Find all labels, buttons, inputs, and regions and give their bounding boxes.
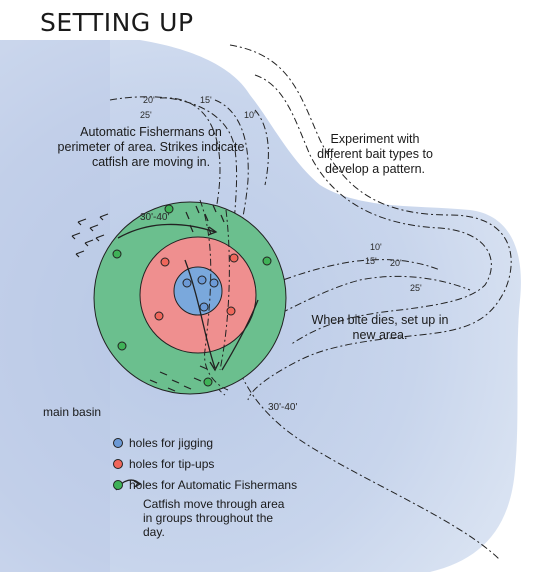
legend-arrow-head bbox=[133, 480, 142, 488]
zone-contours bbox=[199, 199, 230, 391]
legend-catfish: Catfish move through area in groups thro… bbox=[113, 497, 297, 539]
new-area-note: When bite dies, set up in new area. bbox=[311, 313, 449, 342]
contour-outer-b bbox=[254, 74, 492, 346]
auto-hole bbox=[164, 204, 174, 214]
inner-ring-jigging bbox=[173, 266, 223, 316]
page-title: SETTING UP bbox=[40, 8, 194, 37]
tipup-dot-icon bbox=[113, 458, 123, 469]
depth-label-15-right: 15' bbox=[365, 256, 377, 266]
tipup-hole bbox=[160, 257, 170, 267]
legend: holes for jigging holes for tip-ups hole… bbox=[113, 432, 297, 539]
legend-jigging-label: holes for jigging bbox=[129, 435, 214, 450]
basin-depth-label: 30'-40' bbox=[268, 402, 298, 413]
depth-label-25: 25' bbox=[140, 110, 152, 120]
tipup-holes bbox=[154, 253, 239, 321]
automatic-note: Automatic Fishermans on perimeter of are… bbox=[57, 125, 245, 169]
auto-hole bbox=[262, 256, 272, 266]
jig-hole bbox=[197, 275, 207, 285]
depth-label-10-right: 10' bbox=[370, 242, 382, 252]
catfish-group-top bbox=[185, 204, 225, 235]
jig-hole bbox=[199, 302, 209, 312]
tipup-hole bbox=[226, 306, 236, 316]
automatic-dot-icon bbox=[113, 479, 123, 490]
tipup-hole bbox=[154, 311, 164, 321]
arrow-head-upper bbox=[207, 226, 218, 236]
contour-10 bbox=[254, 109, 269, 186]
depth-label-20: 20' bbox=[143, 95, 155, 105]
auto-hole bbox=[203, 377, 213, 387]
water-shade bbox=[0, 40, 110, 572]
automatic-holes bbox=[112, 204, 272, 387]
legend-automatic: holes for Automatic Fishermans bbox=[113, 474, 297, 495]
experiment-note: Experiment with different bait types to … bbox=[317, 132, 433, 176]
legend-tipups: holes for tip-ups bbox=[113, 453, 297, 474]
auto-hole bbox=[112, 249, 122, 259]
depth-label-25-right: 25' bbox=[410, 283, 422, 293]
depth-label-10: 10' bbox=[244, 110, 256, 120]
jig-hole bbox=[182, 278, 192, 288]
legend-jigging: holes for jigging bbox=[113, 432, 297, 453]
catfish-group-bottom bbox=[149, 365, 208, 392]
contour-outer-a bbox=[229, 44, 512, 401]
auto-hole bbox=[117, 341, 127, 351]
legend-catfish-label: Catfish move through area in groups thro… bbox=[143, 497, 285, 539]
arrow-path-exit bbox=[221, 299, 259, 371]
catfish-group-left bbox=[71, 213, 109, 258]
depth-label-20-right: 20' bbox=[390, 258, 402, 268]
arrow-head-lower bbox=[209, 361, 220, 372]
legend-tipups-label: holes for tip-ups bbox=[129, 456, 215, 471]
ring-depth-label: 30'-40' bbox=[140, 212, 170, 223]
arrow-path-lower bbox=[184, 259, 216, 369]
jig-hole bbox=[209, 278, 219, 288]
arrow-path-upper bbox=[117, 223, 216, 239]
main-basin-label: main basin bbox=[43, 405, 102, 419]
movement-arrows bbox=[117, 223, 259, 372]
legend-automatic-label: holes for Automatic Fishermans bbox=[129, 477, 298, 492]
catfish-groups bbox=[71, 204, 225, 392]
jigging-holes bbox=[182, 275, 219, 312]
tipup-hole bbox=[229, 253, 239, 263]
depth-label-15: 15' bbox=[200, 95, 212, 105]
jigging-dot-icon bbox=[113, 437, 123, 448]
